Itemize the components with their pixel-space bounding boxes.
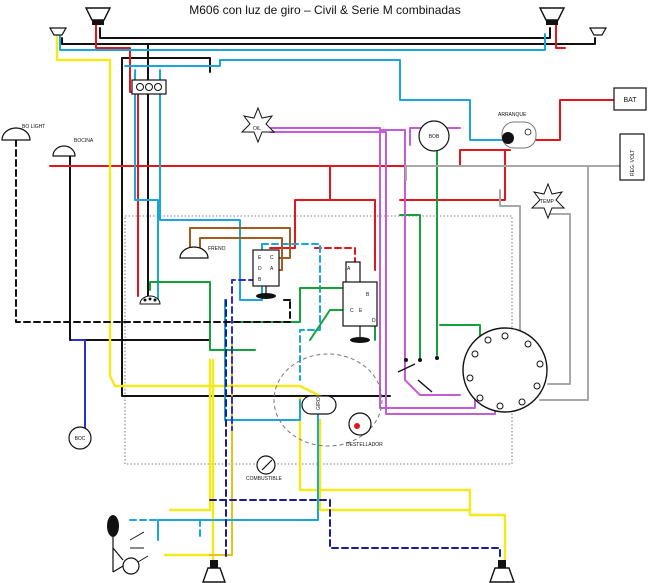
voltage-regulator-box bbox=[619, 133, 645, 181]
ignition-coil-icon bbox=[418, 120, 450, 152]
terminal-contacts-icon bbox=[397, 356, 439, 393]
flasher-icon bbox=[348, 412, 372, 436]
wires bbox=[15, 23, 621, 562]
label-switch-d: D bbox=[372, 318, 376, 324]
label-oil: OIL bbox=[253, 126, 261, 132]
horn-speaker-top-right-icon bbox=[538, 7, 566, 25]
junction-left-icon bbox=[139, 295, 161, 305]
boc-socket-icon bbox=[68, 426, 92, 450]
label-freno: FRENO bbox=[208, 246, 226, 252]
bocina-horn-icon bbox=[52, 145, 76, 157]
label-boc: BOC bbox=[75, 436, 86, 442]
label-switch-c: C bbox=[350, 308, 354, 314]
turn-signal-group-outline bbox=[273, 353, 383, 447]
label-bocina: BOCINA bbox=[74, 138, 94, 144]
oil-sensor-icon bbox=[240, 106, 276, 144]
wire-cyan-dashed-low bbox=[129, 519, 201, 541]
rear-lamp-bottom-right-icon bbox=[489, 560, 515, 583]
wire-navy bbox=[71, 339, 86, 439]
wire-yellow bbox=[55, 34, 507, 562]
label-bo-light: BO LIGHT bbox=[22, 124, 45, 130]
lamp-top-left-icon bbox=[48, 27, 68, 36]
lamp-top-right-icon bbox=[588, 27, 608, 36]
wire-cyan-dashed bbox=[261, 243, 321, 381]
label-switch-e: E bbox=[359, 308, 363, 314]
temp-sensor-icon bbox=[530, 182, 566, 220]
label-combustible: COMBUSTIBLE bbox=[246, 476, 283, 482]
svg-text:E: E bbox=[258, 255, 262, 261]
light-switch-left-icon: E D B C A bbox=[252, 249, 280, 299]
rear-lamp-bottom-left-icon bbox=[202, 560, 226, 583]
svg-text:B: B bbox=[258, 277, 262, 283]
label-arranque: ARRANQUE bbox=[498, 112, 527, 118]
wire-navy-dashed bbox=[209, 499, 501, 561]
label-bob: BOB bbox=[429, 134, 440, 140]
label-temp: TEMP bbox=[540, 199, 555, 205]
wire-blue-dashed bbox=[231, 279, 256, 431]
wire-black-dashed bbox=[15, 139, 291, 323]
main-switch-icon bbox=[342, 261, 378, 343]
horn-speaker-top-left-icon bbox=[84, 7, 112, 25]
connector-block-icon bbox=[131, 79, 167, 95]
battery-box bbox=[613, 87, 647, 111]
rear-light-cluster-icon bbox=[107, 515, 149, 575]
label-reg-volt: REG. VOLT bbox=[630, 150, 636, 176]
distributor-icon bbox=[462, 327, 548, 413]
label-giro: GIRO bbox=[316, 397, 322, 410]
turn-signal-switch-icon bbox=[301, 395, 337, 415]
fuel-gauge-icon bbox=[256, 455, 276, 475]
label-destellador: DESTELLADOR bbox=[346, 442, 383, 448]
bo-light-lamp-icon bbox=[1, 127, 31, 141]
label-bat: BAT bbox=[623, 97, 637, 104]
wire-gray bbox=[405, 165, 621, 401]
starter-motor-icon bbox=[501, 121, 537, 149]
wire-black bbox=[61, 27, 596, 397]
brake-switch-icon bbox=[179, 246, 209, 259]
label-switch-b: B bbox=[366, 292, 370, 298]
label-switch-a: A bbox=[347, 266, 351, 272]
svg-text:C: C bbox=[270, 255, 274, 261]
svg-text:A: A bbox=[270, 266, 274, 272]
svg-text:D: D bbox=[258, 266, 262, 272]
diagram-title: M606 con luz de giro – Civil & Serie M c… bbox=[189, 3, 460, 17]
